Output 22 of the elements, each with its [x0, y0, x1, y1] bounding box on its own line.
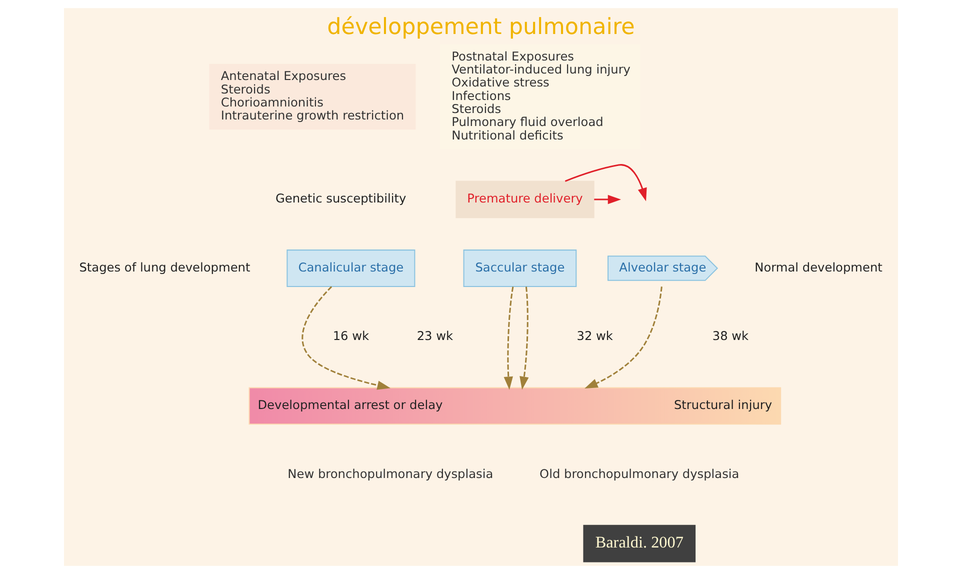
label: 23 wk [416, 329, 453, 344]
arrow [594, 194, 621, 204]
node-box: Developmental arrest or delay Structural injury [248, 387, 781, 425]
arrow [519, 286, 528, 390]
node-text: Stages of lung development [78, 260, 250, 274]
arrow [301, 286, 390, 390]
node-text: New bronchopulmonary dysplasia [287, 466, 493, 481]
caption: Baraldi. 2007 [594, 533, 683, 552]
node-text: Postnatal Exposures Ventilator-induced lung injury Oxidative stress Infections Steroids Pulmonary fluid overload Nutritional deficits [451, 49, 630, 142]
node-box: Saccular stage [462, 250, 576, 287]
label: 32 wk [576, 329, 612, 344]
node-box: Canalicular stage [286, 250, 415, 287]
label: 38 wk [712, 329, 748, 344]
node-text: Genetic susceptibility [275, 192, 406, 206]
label: 16 wk [332, 329, 369, 344]
node-text: Old bronchopulmonary dysplasia [539, 466, 739, 481]
node-box: Premature delivery [455, 180, 594, 218]
arrow [584, 286, 662, 389]
arrow [564, 164, 646, 202]
diagram-title: développement pulmonaire [326, 14, 634, 40]
arrow [503, 286, 514, 390]
node-text: Normal development [754, 260, 882, 274]
